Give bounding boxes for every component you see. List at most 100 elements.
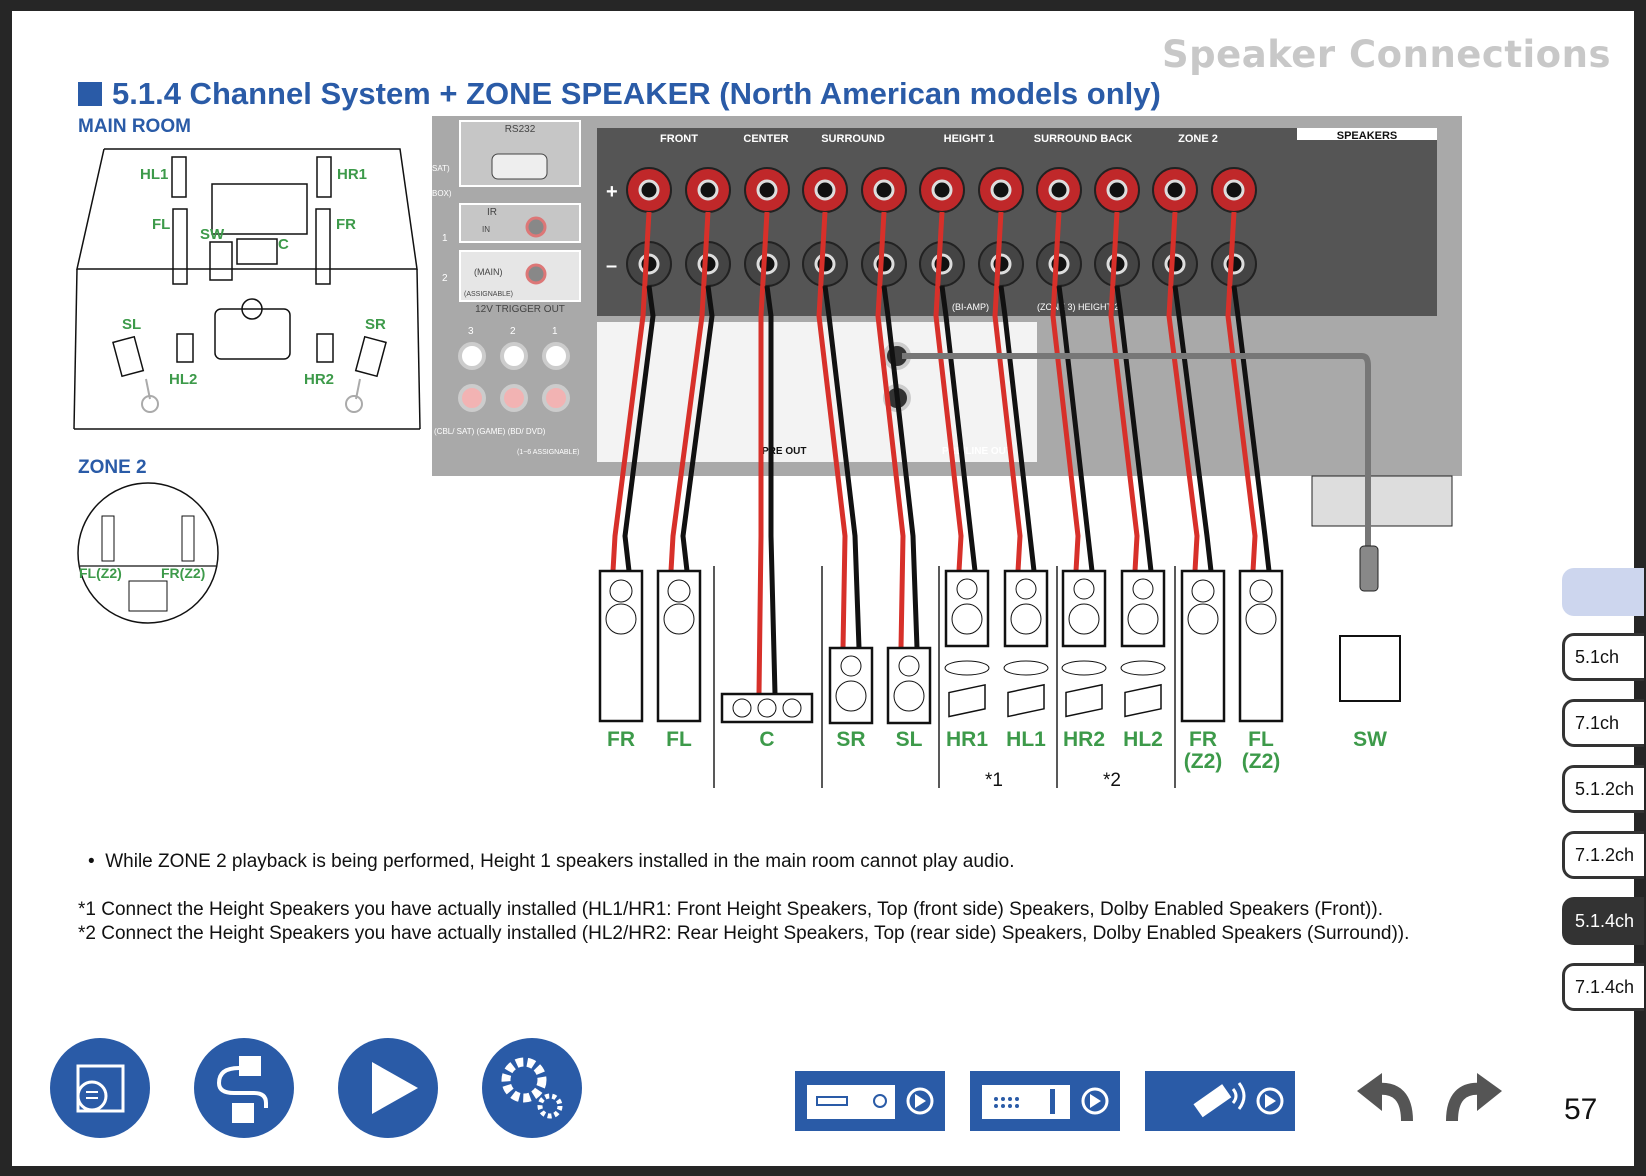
group-center: CENTER (743, 133, 788, 145)
subwoofer-cable (902, 353, 1371, 546)
wire-positive (668, 211, 711, 572)
contents-icon (76, 1064, 125, 1113)
input-num-1: 1 (552, 326, 558, 337)
zone-label-fl-z2: FL(Z2) (79, 565, 122, 581)
wire-positive (933, 211, 964, 572)
dolby-enabled-speaker (1065, 683, 1103, 718)
input-labels: (CBL/ SAT) (GAME) (BD/ DVD) (434, 427, 546, 436)
side-tab-5-1ch[interactable]: 5.1ch (1562, 633, 1644, 681)
pre-line-out-label: PRE/LINE OUT (942, 446, 1012, 457)
remote-button[interactable] (1145, 1071, 1295, 1131)
ceiling-speaker (944, 660, 990, 676)
wire-positive (610, 211, 652, 572)
zone2-label: ZONE 2 (78, 457, 147, 478)
speaker-label: SL (896, 728, 923, 751)
wire-positive (875, 211, 906, 649)
front-panel-icon (807, 1085, 934, 1119)
rca-plug (1359, 545, 1379, 592)
wire-negative (881, 285, 920, 649)
side-tab-5-1-4ch[interactable]: 5.1.4ch (1562, 897, 1644, 945)
tower-speaker (1238, 569, 1284, 723)
room-label-sr: SR (365, 316, 386, 333)
speaker-label: HL1 (1006, 728, 1046, 751)
side-tab-5-1-2ch[interactable]: 5.1.2ch (1562, 765, 1644, 813)
ceiling-speaker (1120, 660, 1166, 676)
side-tab-blank[interactable] (1562, 568, 1644, 616)
group-front: FRONT (660, 133, 698, 145)
room-label-sl: SL (122, 316, 141, 333)
dolby-enabled-speaker (948, 683, 986, 718)
zone2-diagram: FL(Z2) FR(Z2) (77, 482, 219, 624)
trigger-assignable-label: (ASSIGNABLE) (464, 291, 513, 298)
rs232-port (491, 153, 548, 180)
wire-negative (998, 285, 1037, 572)
height-speaker (944, 569, 990, 648)
bullet-note: • While ZONE 2 playback is being perform… (88, 851, 1015, 872)
heading-square-icon (78, 82, 102, 106)
wire-positive (992, 211, 1023, 572)
wire-positive (1225, 211, 1258, 572)
speaker-label-sub: (Z2) (1242, 750, 1281, 773)
trigger-main-label: (MAIN) (474, 267, 503, 277)
speaker-label: FR (1189, 728, 1217, 751)
wire-positive (1166, 211, 1200, 572)
wire-positive (1050, 211, 1081, 572)
speaker-label: SW (1353, 728, 1387, 751)
speaker-label: FL (1248, 728, 1274, 751)
playback-button[interactable] (338, 1038, 438, 1138)
trigger-num-2: 2 (442, 273, 448, 284)
speaker-label: HR1 (946, 728, 988, 751)
trigger-jack (525, 263, 547, 285)
group-surround-back: SURROUND BACK (1034, 133, 1132, 145)
forward-button[interactable] (1437, 1071, 1507, 1131)
room-label-hr2: HR2 (304, 371, 334, 388)
rear-panel-button[interactable] (970, 1071, 1120, 1131)
side-tab-7-1-4ch[interactable]: 7.1.4ch (1562, 963, 1644, 1011)
speaker-label: HL2 (1123, 728, 1163, 751)
zone3-height2-label: (ZONE 3) HEIGHT 2) (1037, 302, 1122, 312)
room-label-fl: FL (152, 216, 170, 233)
group-surround: SURROUND (821, 133, 885, 145)
remote-icon (1193, 1082, 1284, 1118)
room-label-hl2: HL2 (169, 371, 197, 388)
wire-negative (680, 285, 715, 572)
pre-out-label: PRE OUT (762, 446, 806, 457)
center-speaker (720, 692, 814, 724)
wire-negative (1114, 285, 1154, 572)
ir-label: IR (487, 207, 497, 218)
speaker-terminal-panel (597, 128, 1437, 316)
group-zone2: ZONE 2 (1178, 133, 1218, 145)
input-num-2: 2 (510, 326, 516, 337)
bookshelf-speaker (886, 646, 932, 725)
connection-icon (216, 1056, 268, 1123)
biamp-label: (BI-AMP) (952, 302, 989, 312)
dolby-enabled-speaker (1124, 683, 1162, 718)
room-label-c: C (278, 236, 289, 253)
height-speaker (1061, 569, 1107, 648)
speaker-label: SR (836, 728, 865, 751)
front-panel-button[interactable] (795, 1071, 945, 1131)
page-heading: 5.1.4 Channel System + ZONE SPEAKER (Nor… (78, 76, 1161, 112)
speaker-label: C (759, 728, 774, 751)
trigger-out-label: 12V TRIGGER OUT (475, 304, 565, 315)
manual-page: Speaker Connections 5.1.4 Channel System… (12, 11, 1644, 1166)
wire-negative (764, 285, 778, 695)
speaker-label: FR (607, 728, 635, 751)
receiver-connection-diagram: RS232 IR IN (MAIN) (ASSIGNABLE) 12V TRIG… (432, 116, 1462, 791)
connection-button[interactable] (194, 1038, 294, 1138)
trigger-num-1: 1 (442, 233, 448, 244)
tower-speaker (1180, 569, 1226, 723)
ir-in-jack (525, 216, 547, 238)
setup-icon (501, 1057, 563, 1119)
side-tab-7-1-2ch[interactable]: 7.1.2ch (1562, 831, 1644, 879)
wire-positive (1108, 211, 1140, 572)
back-button[interactable] (1352, 1071, 1422, 1131)
setup-button[interactable] (482, 1038, 582, 1138)
wire-negative (622, 285, 656, 572)
ceiling-speaker (1061, 660, 1107, 676)
contents-button[interactable] (50, 1038, 150, 1138)
wire-positive (816, 211, 848, 649)
side-tab-7-1ch[interactable]: 7.1ch (1562, 699, 1644, 747)
room-label-fr: FR (336, 216, 356, 233)
speakers-label: SPEAKERS (1337, 130, 1398, 142)
